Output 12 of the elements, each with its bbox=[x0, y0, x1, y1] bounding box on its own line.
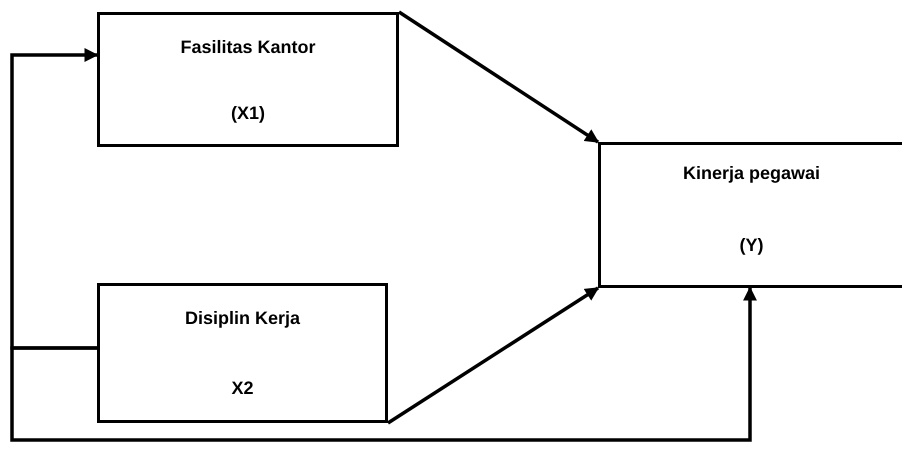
variable-code: (X1) bbox=[230, 103, 266, 124]
variable-code: (Y) bbox=[738, 235, 764, 256]
variable-box bbox=[97, 283, 388, 423]
variable-name: Fasilitas Kantor bbox=[179, 37, 317, 58]
arrow bbox=[387, 286, 600, 424]
variable-box bbox=[97, 12, 399, 147]
variable-name: Disiplin Kerja bbox=[184, 308, 302, 329]
variable-code: X2 bbox=[230, 378, 255, 399]
variable-name: Kinerja pegawai bbox=[682, 163, 822, 184]
arrow bbox=[398, 10, 600, 144]
variable-box bbox=[598, 142, 902, 288]
arrow bbox=[10, 286, 757, 442]
